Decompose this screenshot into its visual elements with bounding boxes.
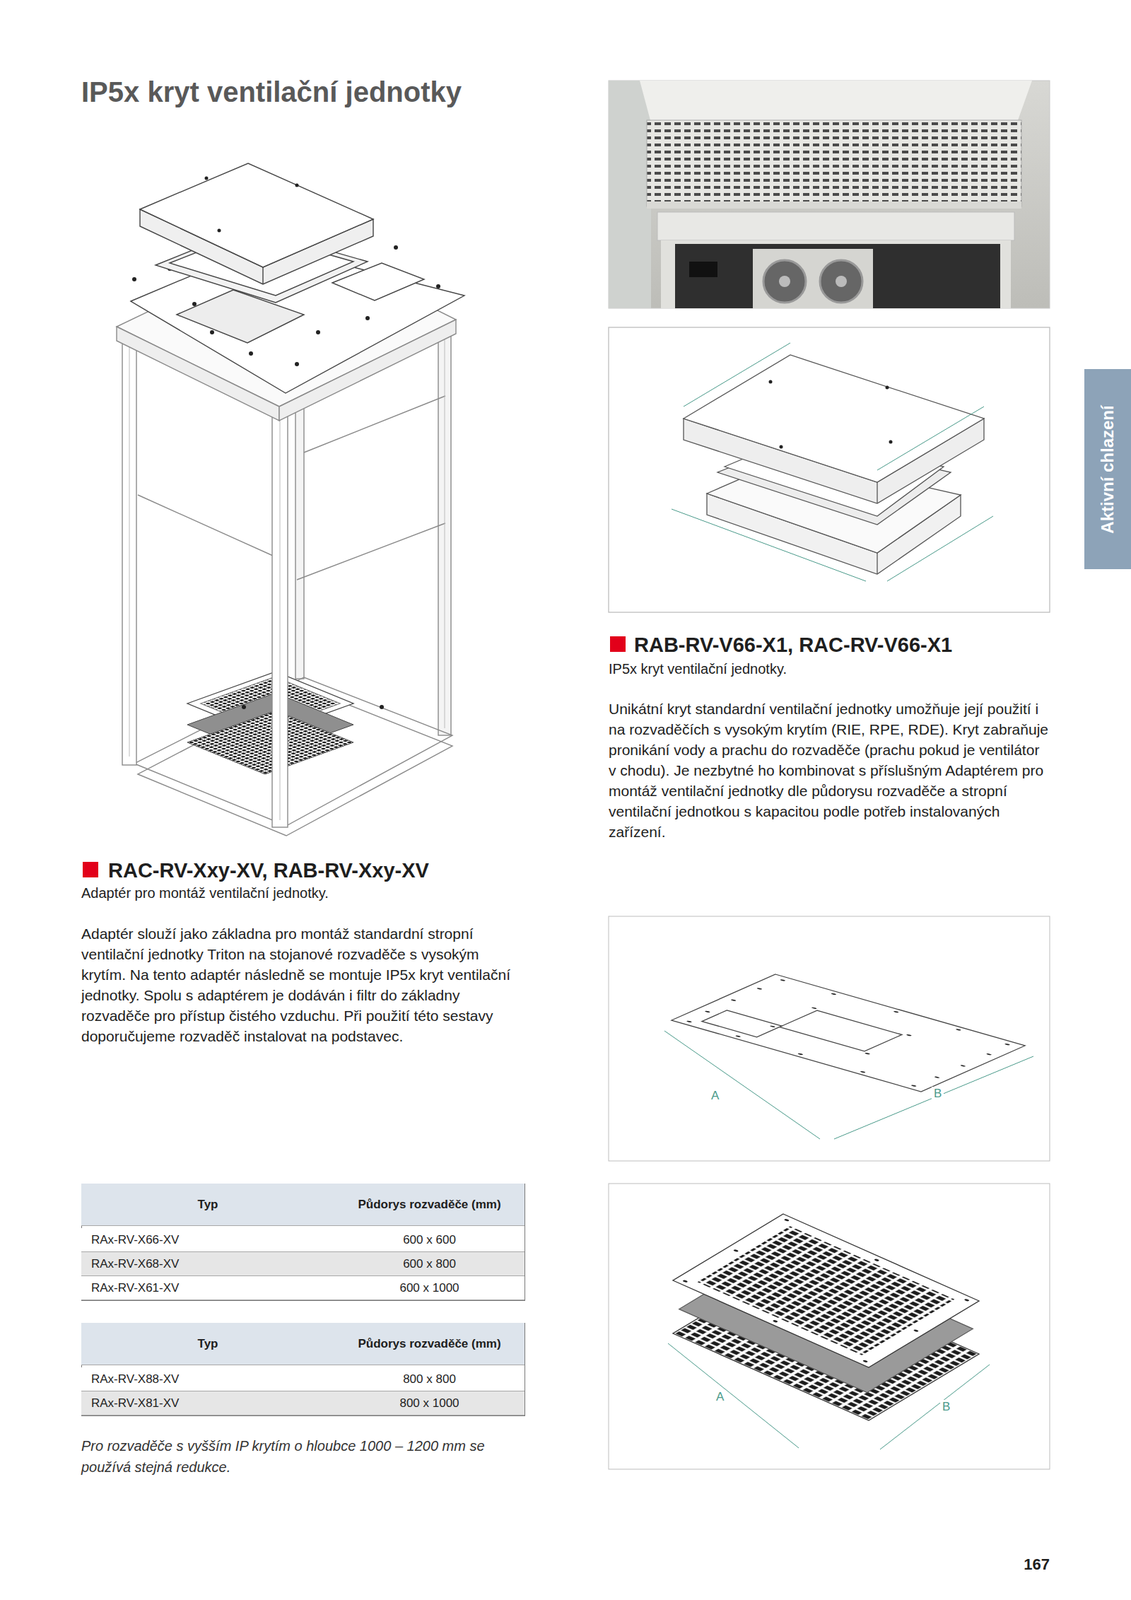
table-row-cell: 600 x 600 bbox=[334, 1227, 525, 1252]
table-row-cell: 600 x 800 bbox=[334, 1251, 525, 1276]
table-row-cell: Typ bbox=[81, 1183, 335, 1226]
dimension-label: A bbox=[713, 1389, 726, 1404]
table-cell: 600 x 1000 bbox=[399, 1280, 459, 1295]
heading-marker bbox=[610, 636, 626, 652]
table-row-cell: RAx-RV-X81-XV bbox=[81, 1391, 335, 1416]
product-description: Unikátní kryt standardní ventilační jedn… bbox=[608, 698, 1051, 842]
table-row-cell: RAx-RV-X68-XV bbox=[81, 1251, 335, 1276]
table-row-cell: 800 x 1000 bbox=[334, 1391, 525, 1416]
product-heading: RAB-RV-V66-X1, RAC-RV-V66-X1 bbox=[634, 632, 1045, 658]
dimension-label: B bbox=[940, 1399, 953, 1414]
product-subtitle: Adaptér pro montáž ventilační jednotky. bbox=[81, 884, 520, 902]
filter-plate-drawing bbox=[608, 1183, 1050, 1469]
tab-label: Aktivní chlazení bbox=[1097, 405, 1118, 533]
table-row-cell: Půdorys rozvaděče (mm) bbox=[334, 1322, 525, 1365]
table-row-cell: RAx-RV-X61-XV bbox=[81, 1275, 335, 1300]
table-cell: RAx-RV-X88-XV bbox=[91, 1372, 179, 1387]
table-header: Půdorys rozvaděče (mm) bbox=[357, 1197, 501, 1212]
product-photo bbox=[608, 80, 1050, 309]
section-tab: Aktivní chlazení bbox=[1084, 368, 1131, 570]
table-cell: RAx-RV-X61-XV bbox=[91, 1280, 179, 1295]
page-number: 167 bbox=[989, 1555, 1050, 1574]
table-cell: RAx-RV-X68-XV bbox=[91, 1256, 179, 1271]
table-cell: 800 x 800 bbox=[402, 1372, 456, 1387]
table-header: Typ bbox=[197, 1197, 219, 1212]
dimension-label: B bbox=[931, 1086, 944, 1101]
page-title: IP5x kryt ventilační jednotky bbox=[81, 76, 462, 109]
dimension-label: A bbox=[708, 1088, 722, 1103]
table-cell: RAx-RV-X81-XV bbox=[91, 1396, 179, 1411]
adapter-plate-drawing bbox=[608, 916, 1050, 1161]
table-cell: 600 x 600 bbox=[402, 1232, 456, 1247]
table-cell: RAx-RV-X66-XV bbox=[91, 1232, 179, 1247]
table-header: Typ bbox=[197, 1336, 219, 1351]
heading-marker bbox=[82, 861, 99, 878]
table-note: Pro rozvaděče s vyšším IP krytím o hloub… bbox=[81, 1434, 506, 1478]
table-row-cell: RAx-RV-X88-XV bbox=[81, 1367, 335, 1392]
table-row-cell: 800 x 800 bbox=[334, 1367, 525, 1392]
table-row-cell: RAx-RV-X66-XV bbox=[81, 1227, 335, 1252]
table-header: Půdorys rozvaděče (mm) bbox=[357, 1336, 501, 1351]
table-row-cell: Půdorys rozvaděče (mm) bbox=[334, 1183, 525, 1226]
cover-drawing bbox=[608, 327, 1050, 613]
table-row-cell: Typ bbox=[81, 1322, 335, 1365]
table-frame bbox=[81, 1184, 526, 1301]
table-cell: 600 x 800 bbox=[402, 1256, 456, 1271]
product-subtitle: IP5x kryt ventilační jednotky. bbox=[608, 660, 1047, 678]
cabinet-drawing bbox=[116, 163, 465, 836]
product-description: Adaptér slouží jako základna pro montáž … bbox=[81, 923, 513, 1047]
table-row-cell: 600 x 1000 bbox=[334, 1275, 525, 1300]
table-cell: 800 x 1000 bbox=[399, 1396, 459, 1411]
table-frame bbox=[81, 1323, 526, 1416]
product-heading: RAC-RV-Xxy-XV, RAB-RV-Xxy-XV bbox=[108, 858, 533, 883]
